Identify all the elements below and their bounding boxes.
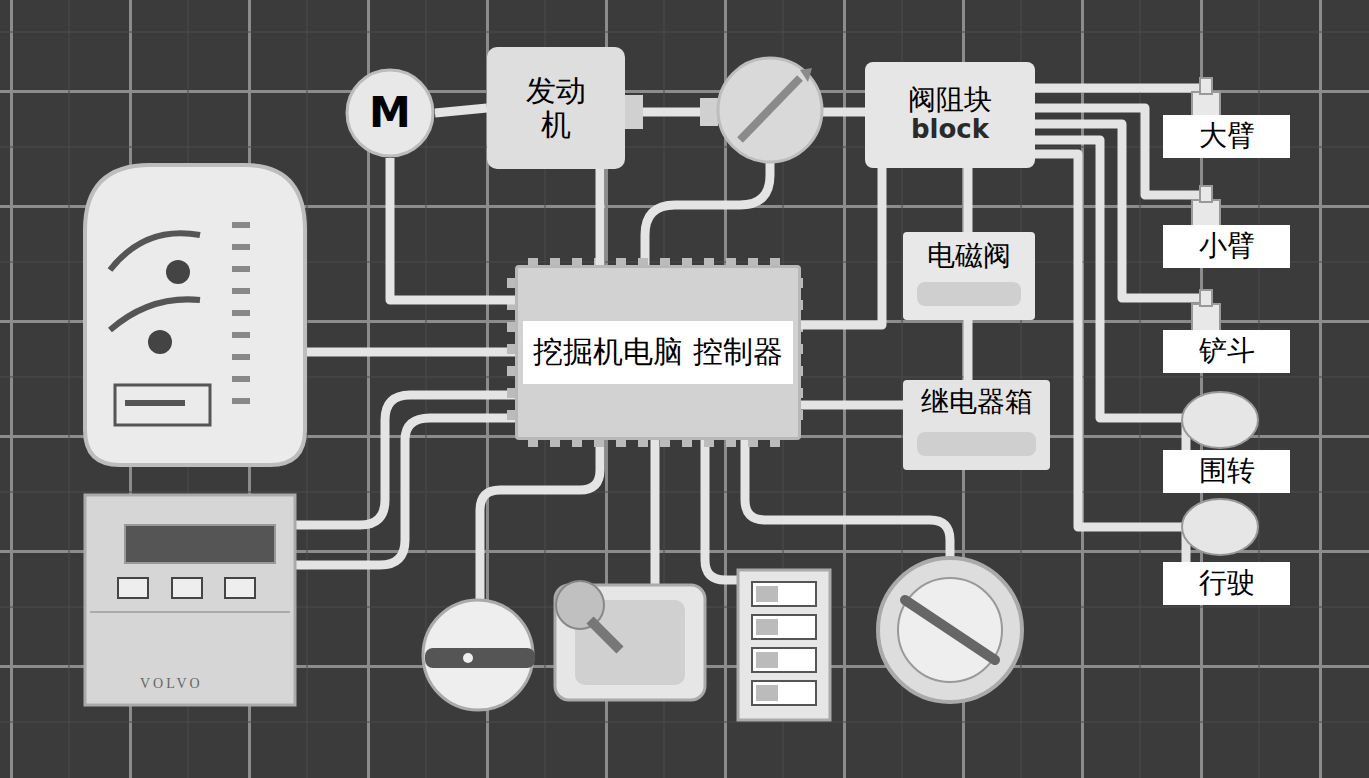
motor-circle: M <box>345 68 435 158</box>
actuator-label: 小臂 <box>1163 225 1290 268</box>
actuator-label: 大臂 <box>1163 115 1290 158</box>
indicator-led <box>232 244 250 250</box>
node-sublabel: block <box>911 116 989 142</box>
dial-wire <box>480 440 600 600</box>
blurred-plate <box>917 282 1021 306</box>
node-label: 围转 <box>1199 455 1255 487</box>
circle-outline <box>347 70 433 156</box>
indicator-led <box>232 222 250 228</box>
valve-block-box: 阀阻块block <box>865 62 1035 168</box>
node-label: 行驶 <box>1199 567 1255 599</box>
node-label: 小臂 <box>1199 230 1255 262</box>
node-label: 电磁阀 <box>927 240 1011 272</box>
wire-connector <box>964 168 973 232</box>
actuator-label: 围转 <box>1163 450 1290 493</box>
controller-chip <box>507 258 803 447</box>
joystick-wire <box>651 440 660 600</box>
relay-box: 继电器箱 <box>903 380 1050 470</box>
switch-lever <box>756 619 778 635</box>
node-label: M <box>369 89 411 137</box>
brand-label: VOLVO <box>140 676 203 692</box>
shaft-wire <box>820 108 865 117</box>
toggle-switch <box>752 582 816 606</box>
node-label: 发动机 <box>523 74 589 143</box>
rotary-knob <box>878 558 1022 702</box>
keypad-unit <box>85 495 295 705</box>
switch-lever <box>756 685 778 701</box>
indicator-led <box>232 310 250 316</box>
wire-connector <box>1035 140 1186 450</box>
wire-connector <box>390 158 515 300</box>
engine-box: 发动机 <box>487 47 625 169</box>
switch-lever <box>756 652 778 668</box>
node-label: 铲斗 <box>1199 335 1255 367</box>
switch-wire <box>705 440 740 580</box>
pump-symbol <box>625 58 822 162</box>
toggle-switch <box>752 681 816 705</box>
actuator-label: 铲斗 <box>1163 330 1290 373</box>
wire-connector <box>435 108 487 113</box>
switch-lever <box>756 586 778 602</box>
indicator-led <box>232 288 250 294</box>
wire-connector <box>801 401 903 410</box>
dial-switch <box>423 600 535 710</box>
display-panel <box>85 165 305 465</box>
indicator-led <box>232 376 250 382</box>
joystick <box>555 581 705 700</box>
solenoid-valve-box: 电磁阀 <box>903 232 1035 320</box>
indicator-led <box>232 398 250 404</box>
blurred-plate <box>917 432 1036 456</box>
toggle-switch <box>752 615 816 639</box>
toggle-switch <box>752 648 816 672</box>
layout-wires <box>295 112 950 600</box>
wire-connector <box>964 320 973 380</box>
actuator-label: 行驶 <box>1163 562 1290 605</box>
wire-connector <box>801 168 882 325</box>
node-label: 挖掘机电脑 控制器 <box>523 321 793 384</box>
node-label: 大臂 <box>1199 120 1255 152</box>
controller-box: 挖掘机电脑 控制器 <box>515 265 801 440</box>
panel-wire <box>305 348 515 357</box>
indicator-led <box>232 332 250 338</box>
node-label: 继电器箱 <box>921 386 1033 418</box>
indicator-led <box>232 266 250 272</box>
wire-connector <box>596 169 605 265</box>
pump-wire <box>645 160 770 265</box>
node-label: 阀阻块 <box>908 84 992 116</box>
switch-bank <box>738 570 830 720</box>
indicator-led <box>232 354 250 360</box>
